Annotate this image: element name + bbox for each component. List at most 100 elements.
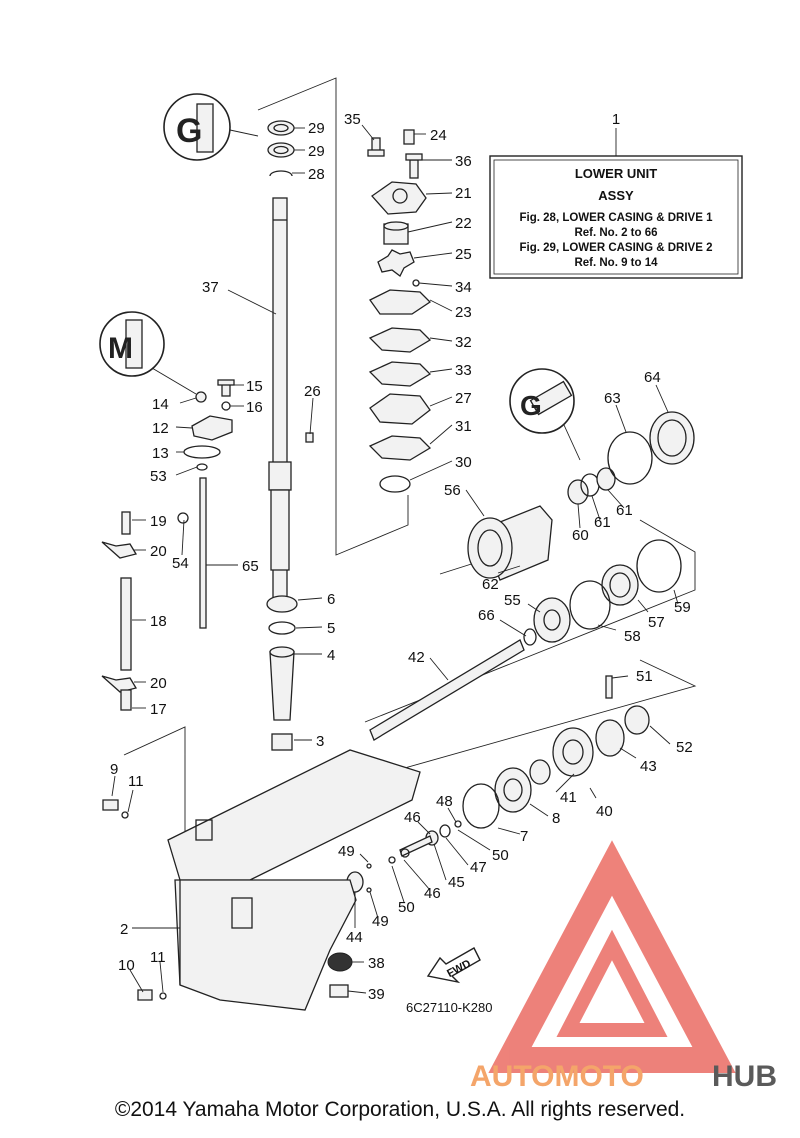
grease-symbol-right: G [509,368,581,461]
callout-17: 17 [150,701,167,718]
callout-64: 64 [644,369,661,386]
drive-shaft-parts [266,120,314,751]
fwd-arrow: FWD [426,947,481,984]
callout-35: 35 [344,111,361,128]
callout-26: 26 [304,383,321,400]
callout-14: 14 [152,396,169,413]
svg-text:G: G [176,112,202,150]
callout-46-upper: 46 [404,809,421,826]
water-pump-parts [367,129,432,493]
callout-11-lower: 11 [150,949,166,966]
wordmark-part1: AUTOMOTO [470,1060,644,1093]
callout-60: 60 [572,527,589,544]
lower-casing [102,749,421,1011]
info-box-line4: Ref. No. 9 to 14 [574,257,658,269]
callout-55: 55 [504,592,521,609]
callout-41: 41 [560,789,577,806]
propeller-shaft-parts [327,411,695,998]
callout-61-right: 61 [616,502,633,519]
callout-4: 4 [327,647,335,664]
callout-65: 65 [242,558,259,575]
callout-18: 18 [150,613,167,630]
callout-6: 6 [327,591,335,608]
callout-59: 59 [674,599,691,616]
callout-12: 12 [152,420,169,437]
callout-56: 56 [444,482,461,499]
info-box-line3: Fig. 29, LOWER CASING & DRIVE 2 [520,242,713,254]
callout-19: 19 [150,513,167,530]
automotohub-logo [488,840,736,1073]
callout-49-lower: 49 [372,913,389,930]
callout-3: 3 [316,733,324,750]
callout-30: 30 [455,454,472,471]
callout-15: 15 [246,378,263,395]
callout-46-lower: 46 [424,885,441,902]
callout-11-upper: 11 [128,773,144,790]
callout-40: 40 [596,803,613,820]
callout-21: 21 [455,185,472,202]
diagram-code: 6C27110-K280 [406,1000,493,1015]
callout-29-upper: 29 [308,120,325,137]
callout-2: 2 [120,921,128,938]
callout-50-left: 50 [398,899,415,916]
callout-10: 10 [118,957,135,974]
callout-42: 42 [408,649,425,666]
lower-unit-info-box: 1 LOWER UNIT ASSY Fig. 28, LOWER CASING … [489,111,743,279]
callout-57: 57 [648,614,665,631]
callout-13: 13 [152,445,169,462]
grease-symbol-mid: M [99,311,197,395]
callout-45: 45 [448,874,465,891]
callout-16: 16 [246,399,263,416]
info-box-number: 1 [612,111,620,128]
callout-20-lower: 20 [150,675,167,692]
copyright-notice: ©2014 Yamaha Motor Corporation, U.S.A. A… [114,1098,686,1121]
automotohub-wordmark: AUTOMOTO HUB [470,1060,777,1093]
callout-24: 24 [430,127,447,144]
callout-33: 33 [455,362,472,379]
callout-32: 32 [455,334,472,351]
grease-symbol-top: G [163,93,259,161]
callout-9: 9 [110,761,118,778]
fwd-label: FWD [445,958,473,980]
callout-34: 34 [455,279,472,296]
callout-62: 62 [482,576,499,593]
callout-49-upper: 49 [338,843,355,860]
callout-leaders [111,124,679,994]
callout-63: 63 [604,390,621,407]
callout-47: 47 [470,859,487,876]
callout-66: 66 [478,607,495,624]
callout-36: 36 [455,153,472,170]
callout-8: 8 [552,810,560,827]
callout-50-right: 50 [492,847,509,864]
callout-48: 48 [436,793,453,810]
callout-25: 25 [455,246,472,263]
wordmark-part2: HUB [712,1060,777,1093]
callout-28: 28 [308,166,325,183]
callout-5: 5 [327,620,335,637]
callout-labels: 29 29 28 35 24 36 21 22 25 34 23 37 32 3… [110,111,693,1003]
callout-37: 37 [202,279,219,296]
callout-7: 7 [520,828,528,845]
info-box-line2: Ref. No. 2 to 66 [574,227,657,239]
shift-rod-parts [101,379,235,711]
callout-44: 44 [346,929,363,946]
callout-54: 54 [172,555,189,572]
callout-58: 58 [624,628,641,645]
callout-51: 51 [636,668,653,685]
svg-text:G: G [520,390,542,421]
callout-39: 39 [368,986,385,1003]
callout-31: 31 [455,418,472,435]
info-box-subtitle: ASSY [598,188,634,203]
callout-20-upper: 20 [150,543,167,560]
callout-53: 53 [150,468,167,485]
info-box-title: LOWER UNIT [575,166,657,181]
callout-23: 23 [455,304,472,321]
callout-61-left: 61 [594,514,611,531]
callout-52: 52 [676,739,693,756]
info-box-line1: Fig. 28, LOWER CASING & DRIVE 1 [520,212,714,224]
callout-43: 43 [640,758,657,775]
callout-29-lower: 29 [308,143,325,160]
svg-text:M: M [108,332,133,365]
callout-27: 27 [455,390,472,407]
